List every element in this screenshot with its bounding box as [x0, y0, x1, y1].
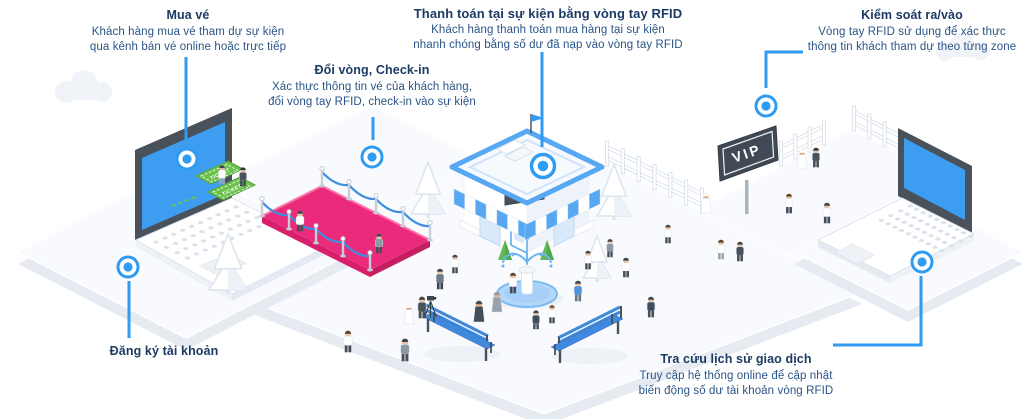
callout-title: Đăng ký tài khoản: [109, 344, 219, 358]
callout-desc: Truy cập hệ thống online để cập nhật: [639, 370, 833, 382]
connector-line-kiem-soat: [764, 50, 803, 88]
cloud-icon: [55, 70, 112, 103]
camera-icon: [423, 296, 438, 319]
cloud-icon: [936, 33, 990, 61]
flag-icon: [531, 114, 544, 122]
tickets: [171, 160, 256, 207]
callout-doi-vong: Đổi vòng, Check-in Xác thực thông tin vé…: [268, 63, 476, 110]
callout-desc: Xác thực thông tin vé của khách hàng,: [271, 81, 472, 93]
laptop-keys: [878, 204, 973, 253]
callout-desc: biến động số dư tài khoản vòng RFID: [638, 385, 834, 397]
callout-thanh-toan: Thanh toán tại sự kiện bằng vòng tay RFI…: [413, 6, 682, 53]
callout-desc: nhanh chóng bằng số dư đã nạp vào vòng t…: [413, 39, 683, 51]
callout-desc: qua kênh bán vé online hoặc trực tiếp: [89, 41, 287, 53]
callout-desc: đổi vòng tay RFID, check-in vào sự kiện: [268, 96, 476, 108]
callout-title: Mua vé: [166, 8, 210, 22]
shop-awning: [453, 188, 530, 241]
tripod-icon: [423, 300, 438, 319]
callout-desc: thông tin khách tham dự theo từng zone: [807, 41, 1017, 53]
ticket-path-dashes: [171, 195, 199, 207]
callout-dang-ky: Đăng ký tài khoản: [110, 344, 219, 361]
trees: [208, 161, 632, 294]
hotspot-marker-mua-ve: [175, 147, 199, 171]
benches: [421, 302, 628, 365]
hotspot-marker-kiem-soat: [754, 94, 778, 118]
connector-line-tra-cuu: [833, 276, 923, 347]
hotspot-marker-thanh-toan: [529, 152, 557, 180]
callout-mua-ve: Mua vé Khách hàng mua vé tham dự sự kiện…: [90, 8, 286, 55]
callout-title: Đổi vòng, Check-in: [314, 63, 430, 77]
shop-roof: [449, 128, 605, 206]
callout-title: Tra cứu lịch sử giao dịch: [660, 352, 812, 366]
laptop-touchpad: [835, 243, 875, 265]
person-icon: [796, 149, 808, 170]
connectors: [127, 50, 923, 347]
callout-desc: Vòng tay RFID sử dụng để xác thực: [818, 26, 1006, 38]
callout-kiem-soat: Kiểm soát ra/vào Vòng tay RFID sử dụng đ…: [808, 8, 1016, 55]
callout-tra-cuu: Tra cứu lịch sử giao dịch Truy cập hệ th…: [639, 352, 834, 399]
vip-sign: VIP: [717, 125, 779, 214]
laptop-screen: [904, 138, 965, 220]
callout-desc: Khách hàng thanh toán mua hàng tại sự ki…: [431, 24, 665, 36]
laptop-screen: [142, 122, 225, 230]
shop-awning: [524, 188, 601, 241]
callout-desc: Khách hàng mua vé tham dự sự kiện: [91, 26, 285, 38]
hotspot-marker-dang-ky: [116, 255, 140, 279]
hotspot-marker-doi-vong: [360, 145, 384, 169]
fence: [605, 105, 903, 214]
shop-building: SHOP: [449, 114, 605, 260]
laptop-keys: [153, 205, 271, 260]
hotspot-marker-tra-cuu: [910, 250, 934, 274]
callout-title: Thanh toán tại sự kiện bằng vòng tay RFI…: [413, 6, 683, 21]
callout-title: Kiểm soát ra/vào: [861, 8, 963, 22]
clouds: [55, 33, 990, 103]
red-carpet: [261, 184, 431, 277]
queue-stanchions: [259, 166, 433, 272]
